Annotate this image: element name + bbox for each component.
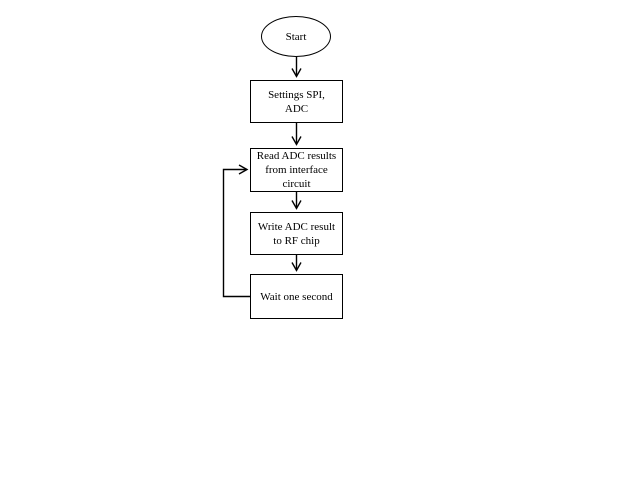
arrow-wait-loop-back-to-read	[222, 170, 250, 298]
node-start: Start	[261, 16, 331, 57]
node-read-adc-results: Read ADC results from interface circuit	[250, 148, 343, 192]
node-wait-one-second: Wait one second	[250, 274, 343, 319]
node-wait-one-second-label: Wait one second	[260, 290, 333, 303]
node-settings-spi-adc-label: Settings SPI, ADC	[268, 88, 325, 115]
node-settings-spi-adc: Settings SPI, ADC	[250, 80, 343, 123]
node-write-adc-result: Write ADC result to RF chip	[250, 212, 343, 255]
node-read-adc-results-label: Read ADC results from interface circuit	[256, 150, 337, 190]
node-start-label: Start	[285, 30, 307, 43]
node-write-adc-result-label: Write ADC result to RF chip	[257, 220, 336, 247]
